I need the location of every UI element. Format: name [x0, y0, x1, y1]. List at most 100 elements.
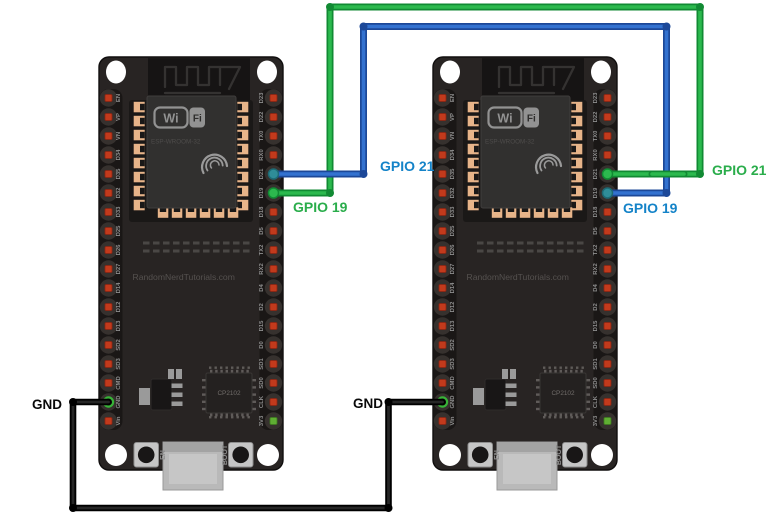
pin-label-TX2: TX2: [259, 244, 265, 256]
pin-pad: [104, 151, 113, 159]
usb-shield-top: [497, 442, 557, 452]
module-pad: [185, 207, 197, 218]
wire-bend-point: [662, 22, 671, 31]
pin-pad: [603, 151, 612, 159]
pin-pad: [104, 284, 113, 292]
pin-pad: [438, 132, 447, 140]
chip-pin: [215, 369, 218, 374]
wifi-logo-fi-box: [523, 107, 539, 128]
cp2102-label: CP2102: [217, 390, 241, 397]
chip-pin: [585, 379, 590, 382]
pin-pad: [438, 246, 447, 254]
solder-dash: [567, 241, 574, 245]
boot-button: [562, 442, 588, 468]
pin-label-SD3: SD3: [450, 358, 456, 370]
module-pad: [467, 143, 479, 155]
module-pad: [133, 171, 145, 183]
solder-dash: [163, 249, 170, 253]
pin-label-D0: D0: [593, 341, 599, 349]
button-cap: [232, 446, 249, 464]
pin-pad: [269, 246, 278, 254]
solder-dash: [497, 241, 504, 245]
module-pad: [547, 207, 559, 218]
chip-body: [205, 372, 253, 414]
module-pad-notch: [571, 159, 576, 167]
chip-dot: [242, 416, 245, 419]
usb-connector: [162, 441, 224, 491]
chip-pin: [246, 369, 249, 374]
module-pad: [171, 207, 183, 218]
solder-dash: [243, 249, 250, 253]
chip-pin: [544, 369, 547, 374]
solder-dash: [527, 241, 534, 245]
solder-dash: [173, 249, 180, 253]
pin-pad: [104, 132, 113, 140]
module-pad-notch: [140, 173, 145, 181]
chip-pin: [220, 412, 223, 417]
solder-dash: [577, 249, 584, 253]
pin-label-D0: D0: [259, 341, 265, 349]
pin-pad: [269, 341, 278, 349]
pin-label-D33: D33: [116, 206, 122, 218]
module-pad-notch: [173, 207, 181, 212]
pin-label-D32: D32: [116, 187, 122, 199]
pin-label-RX0: RX0: [593, 149, 599, 161]
solder-dash: [507, 241, 514, 245]
pin-pad: [104, 303, 113, 311]
wire-bend-point: [326, 189, 334, 197]
pin-pad: [438, 94, 447, 102]
pin-label-SD2: SD2: [450, 339, 456, 351]
solder-dash: [173, 241, 180, 245]
wifi-logo-frame: [487, 106, 523, 129]
chip-pin: [251, 379, 256, 382]
module-pad-notch: [571, 187, 576, 195]
pin-pad: [438, 170, 447, 178]
chip-dot: [247, 366, 250, 369]
label-left-gpio19: GPIO 19: [293, 199, 348, 215]
chip-pin: [230, 369, 234, 374]
pin-label-D4: D4: [259, 284, 265, 292]
solder-dash: [153, 241, 160, 245]
module-pad-notch: [474, 201, 479, 209]
module-pad-notch: [201, 207, 209, 212]
module-pad: [571, 171, 583, 183]
chip-dot: [543, 366, 546, 369]
label-right-gpio21: GPIO 21: [712, 162, 767, 178]
chip-pin: [549, 369, 552, 374]
capacitor: [510, 369, 516, 379]
module-pad: [571, 157, 583, 169]
boot-button-label: BOOT: [556, 444, 563, 465]
mounting-hole: [257, 444, 279, 466]
module-pad: [227, 207, 239, 218]
pin-label-VN: VN: [116, 132, 122, 140]
chip-dot: [565, 366, 568, 369]
regulator-leg: [171, 392, 183, 397]
solder-dash: [193, 241, 200, 245]
module-pad: [237, 185, 249, 197]
chip-pin: [585, 386, 590, 389]
cp2102-chip: CP2102: [536, 366, 590, 419]
module-pad: [467, 199, 479, 211]
module-pad: [133, 157, 145, 169]
chip-pin: [210, 412, 213, 417]
module-pad: [237, 143, 249, 155]
solder-dash: [143, 241, 150, 245]
solder-dash: [517, 249, 524, 253]
solder-dash: [487, 249, 494, 253]
wire-endpoint-dot: [601, 187, 614, 199]
usb-shield-top: [163, 442, 223, 452]
solder-dash: [507, 249, 514, 253]
chip-pin: [554, 412, 557, 417]
pin-label-D13: D13: [116, 320, 122, 332]
pin-pad: [603, 360, 612, 368]
module-pad: [237, 171, 249, 183]
pin-pad: [603, 227, 612, 235]
pin-label-D21: D21: [259, 168, 265, 180]
pin-pad: [269, 113, 278, 121]
module-pad-notch: [571, 145, 576, 153]
chip-pin: [575, 412, 578, 417]
solder-dash: [143, 249, 150, 253]
solder-dash: [577, 241, 584, 245]
